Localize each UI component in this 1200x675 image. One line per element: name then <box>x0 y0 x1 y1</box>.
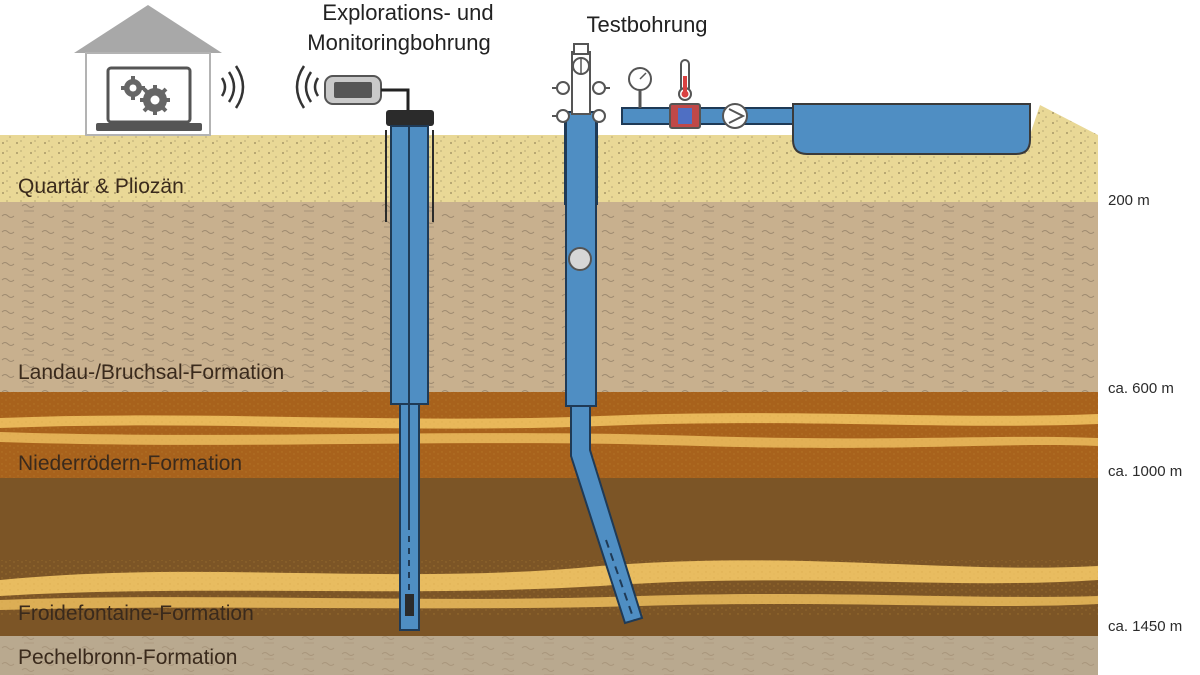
layer-label-landau: Landau-/Bruchsal-Formation <box>18 361 284 384</box>
layer-niederroedern <box>0 392 1098 478</box>
data-logger-icon <box>324 75 410 112</box>
heat-exchanger-icon <box>669 103 701 129</box>
depth-label-600: ca. 600 m <box>1108 380 1174 397</box>
pump-icon <box>722 103 748 129</box>
surface-pipe <box>621 107 795 125</box>
valve-icon <box>552 109 606 123</box>
depth-label-1450: ca. 1450 m <box>1108 618 1182 635</box>
wireless-signal-icon <box>220 65 245 109</box>
pressure-gauge-icon <box>628 67 652 108</box>
layer-quartaer <box>0 105 1098 202</box>
layer-landau-bruchsal <box>0 202 1098 392</box>
layer-label-froidefontaine: Froidefontaine-Formation <box>18 602 254 625</box>
downhole-pump-icon <box>568 247 592 271</box>
layer-label-pechelbronn: Pechelbronn-Formation <box>18 646 237 669</box>
depth-label-200: 200 m <box>1108 192 1150 209</box>
exploration-well <box>385 110 434 631</box>
gears-icon <box>121 76 170 115</box>
title-exploration-line2: Monitoringbohrung <box>307 30 490 55</box>
valve-icon <box>552 81 610 95</box>
title-test-well: Testbohrung <box>586 12 707 37</box>
wellhead <box>552 43 610 123</box>
wireless-signal-icon <box>295 65 320 109</box>
house-icon <box>74 5 222 136</box>
depth-label-1000: ca. 1000 m <box>1108 463 1182 480</box>
water-basin-icon <box>792 103 1031 155</box>
test-well <box>564 111 644 625</box>
layer-label-quartaer: Quartär & Pliozän <box>18 175 184 198</box>
layer-pechelbronn <box>0 636 1098 675</box>
layer-label-niederroedern: Niederrödern-Formation <box>18 452 242 475</box>
layer-froidefontaine <box>0 478 1098 636</box>
title-exploration-line1: Explorations- und <box>322 0 493 25</box>
thermometer-icon <box>678 59 692 101</box>
valve-icon <box>572 57 590 75</box>
